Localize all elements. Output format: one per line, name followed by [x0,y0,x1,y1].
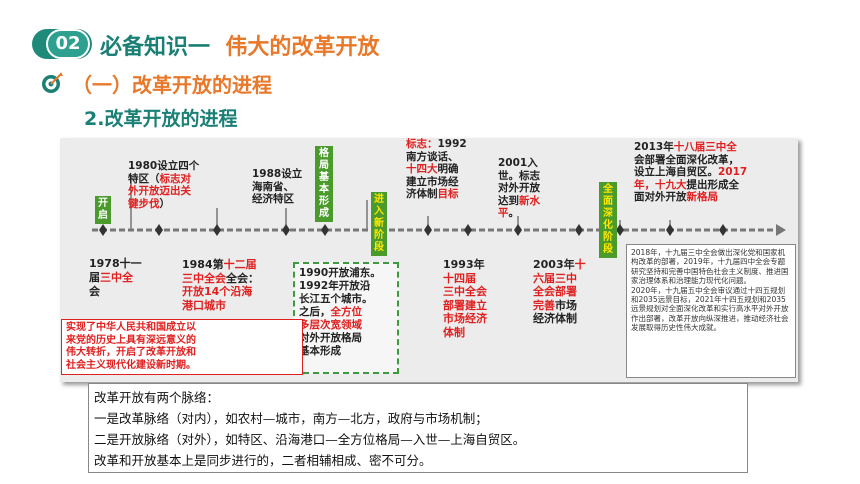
event-1990-box: 1990开放浦东。 1992年开放沿 长江五个城市。 之后，全方位 多层次宽领域… [293,262,399,374]
timeline-nodes [99,224,727,236]
section-title: （一）改革开放的进程 [72,73,272,97]
timeline-graphic [92,176,786,236]
event-1988: 1988设立 海南省、 经济特区 [252,168,303,205]
subsection-title: 2.改革开放的进程 [84,108,238,130]
title-prefix: 必备知识一 [100,35,211,60]
event-1984: 1984第十二届 三中全会全会： 开放14个沿海 港口城市 [182,258,259,312]
event-2001: 2001入 世。标志 对外开放 达到新水 平。 [498,157,540,219]
stage-label-new-stage: 进入新阶段 [371,192,387,256]
stage-label-deepen: 全面深化阶段 [599,182,617,258]
timeline-arrowhead [776,224,786,236]
event-1978: 1978十一 届三中全 会 [89,257,142,298]
stage-label-start: 开启 [95,196,111,224]
page-title: 必备知识一 伟大的改革开放 [100,29,379,61]
note-line-3: 二是开放脉络（对外），如特区、沿海港口—全方位格局—入世—上海自贸区。 [94,432,526,447]
event-2013-2017: 2013年十八届三中全 会部署全面深化改革， 设立上海自贸区。2017 年，十九… [634,141,748,203]
summary-note: 改革开放有两个脉络： 一是改革脉络（对内），如农村—城市，南方—北方，政府与市场… [88,383,748,473]
note-line-2: 一是改革脉络（对内），如农村—城市，南方—北方，政府与市场机制； [94,411,488,426]
stage-label-pattern: 格局基本形成 [315,146,333,222]
section-number-badge: 02 [46,29,90,59]
significance-1978-box: 实现了中华人民共和国成立以 来党的历史上具有深远意义的 伟大转折，开启了改革开放… [61,319,303,375]
title-main: 伟大的改革开放 [225,35,380,60]
target-icon [42,72,63,93]
event-1993: 1993年 十四届 三中全会 部署建立 市场经济 体制 [443,258,487,339]
event-2018-2021-box: 2018年，十九届三中全会做出深化党和国家机构改革的部署，2019年，十九届四中… [626,244,796,378]
note-line-4: 改革和开放基本上是同步进行的，二者相辅相成、密不可分。 [94,453,432,468]
event-1992: 标志：1992 南方谈话、 十四大明确 建立市场经 济体制目标 [406,138,467,200]
timeline-connectors [130,176,671,236]
note-line-1: 改革开放有两个脉络： [94,390,220,405]
event-2003: 2003年十 六届三中 全会部署 完善市场 经济体制 [533,258,586,325]
event-1980: 1980设立四个 特区（标志对 外开放迈出关 键步伐） [128,160,200,210]
